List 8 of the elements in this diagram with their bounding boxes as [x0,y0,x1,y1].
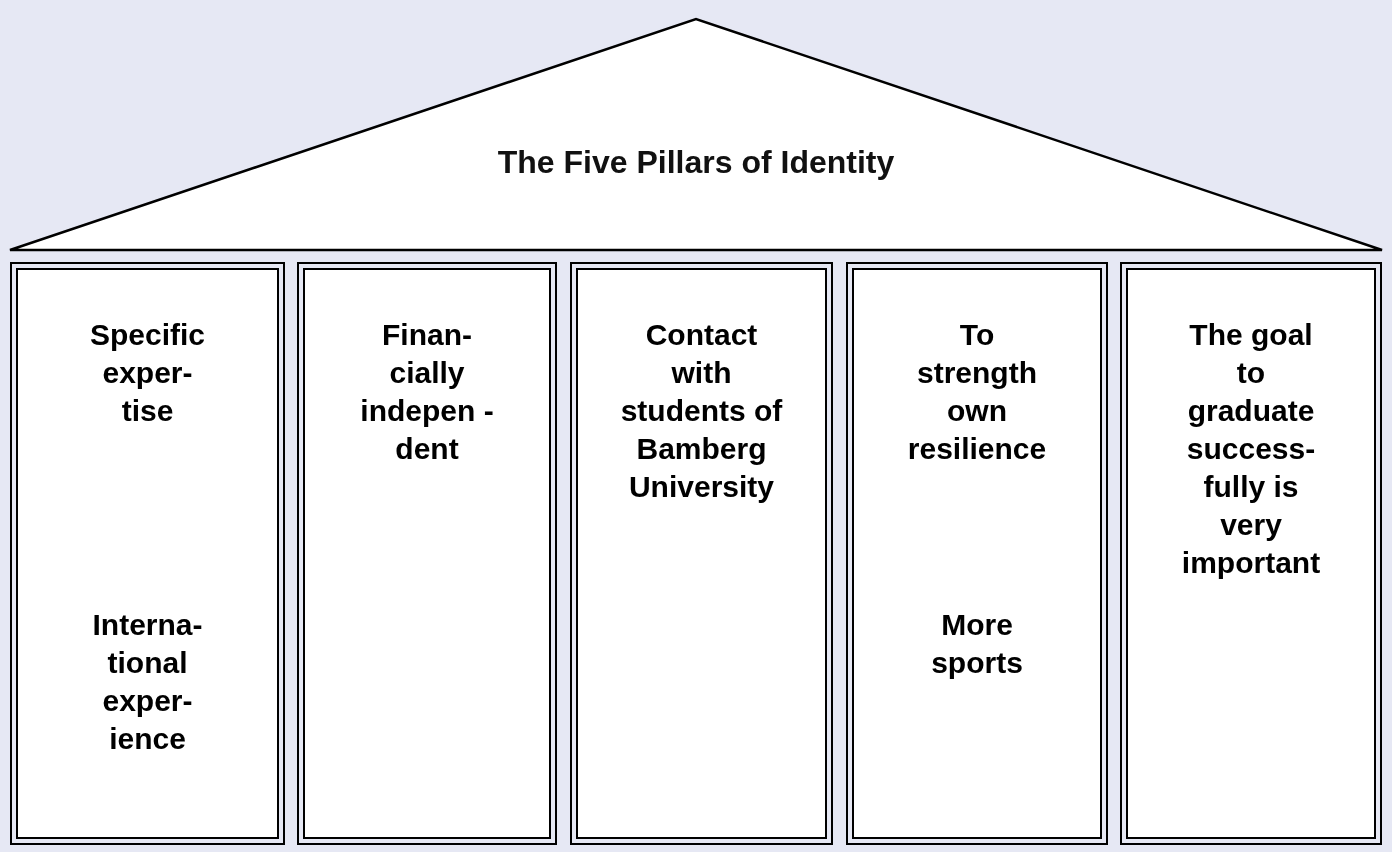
pillar-text: Finan- cially indepen -dent [359,317,495,467]
pillar-text: Contact with students of Bamberg University [619,317,784,505]
pillar-text: Interna- tional exper- ience [91,607,204,757]
pillar-text: To strength own resilience [906,317,1048,467]
pillar-text: Specific exper- tise [88,317,207,429]
pillar-text: More sports [930,607,1024,681]
pillar-text: The goal to graduate success- fully is very important [1180,317,1322,581]
roof-title: The Five Pillars of Identity [497,144,895,181]
